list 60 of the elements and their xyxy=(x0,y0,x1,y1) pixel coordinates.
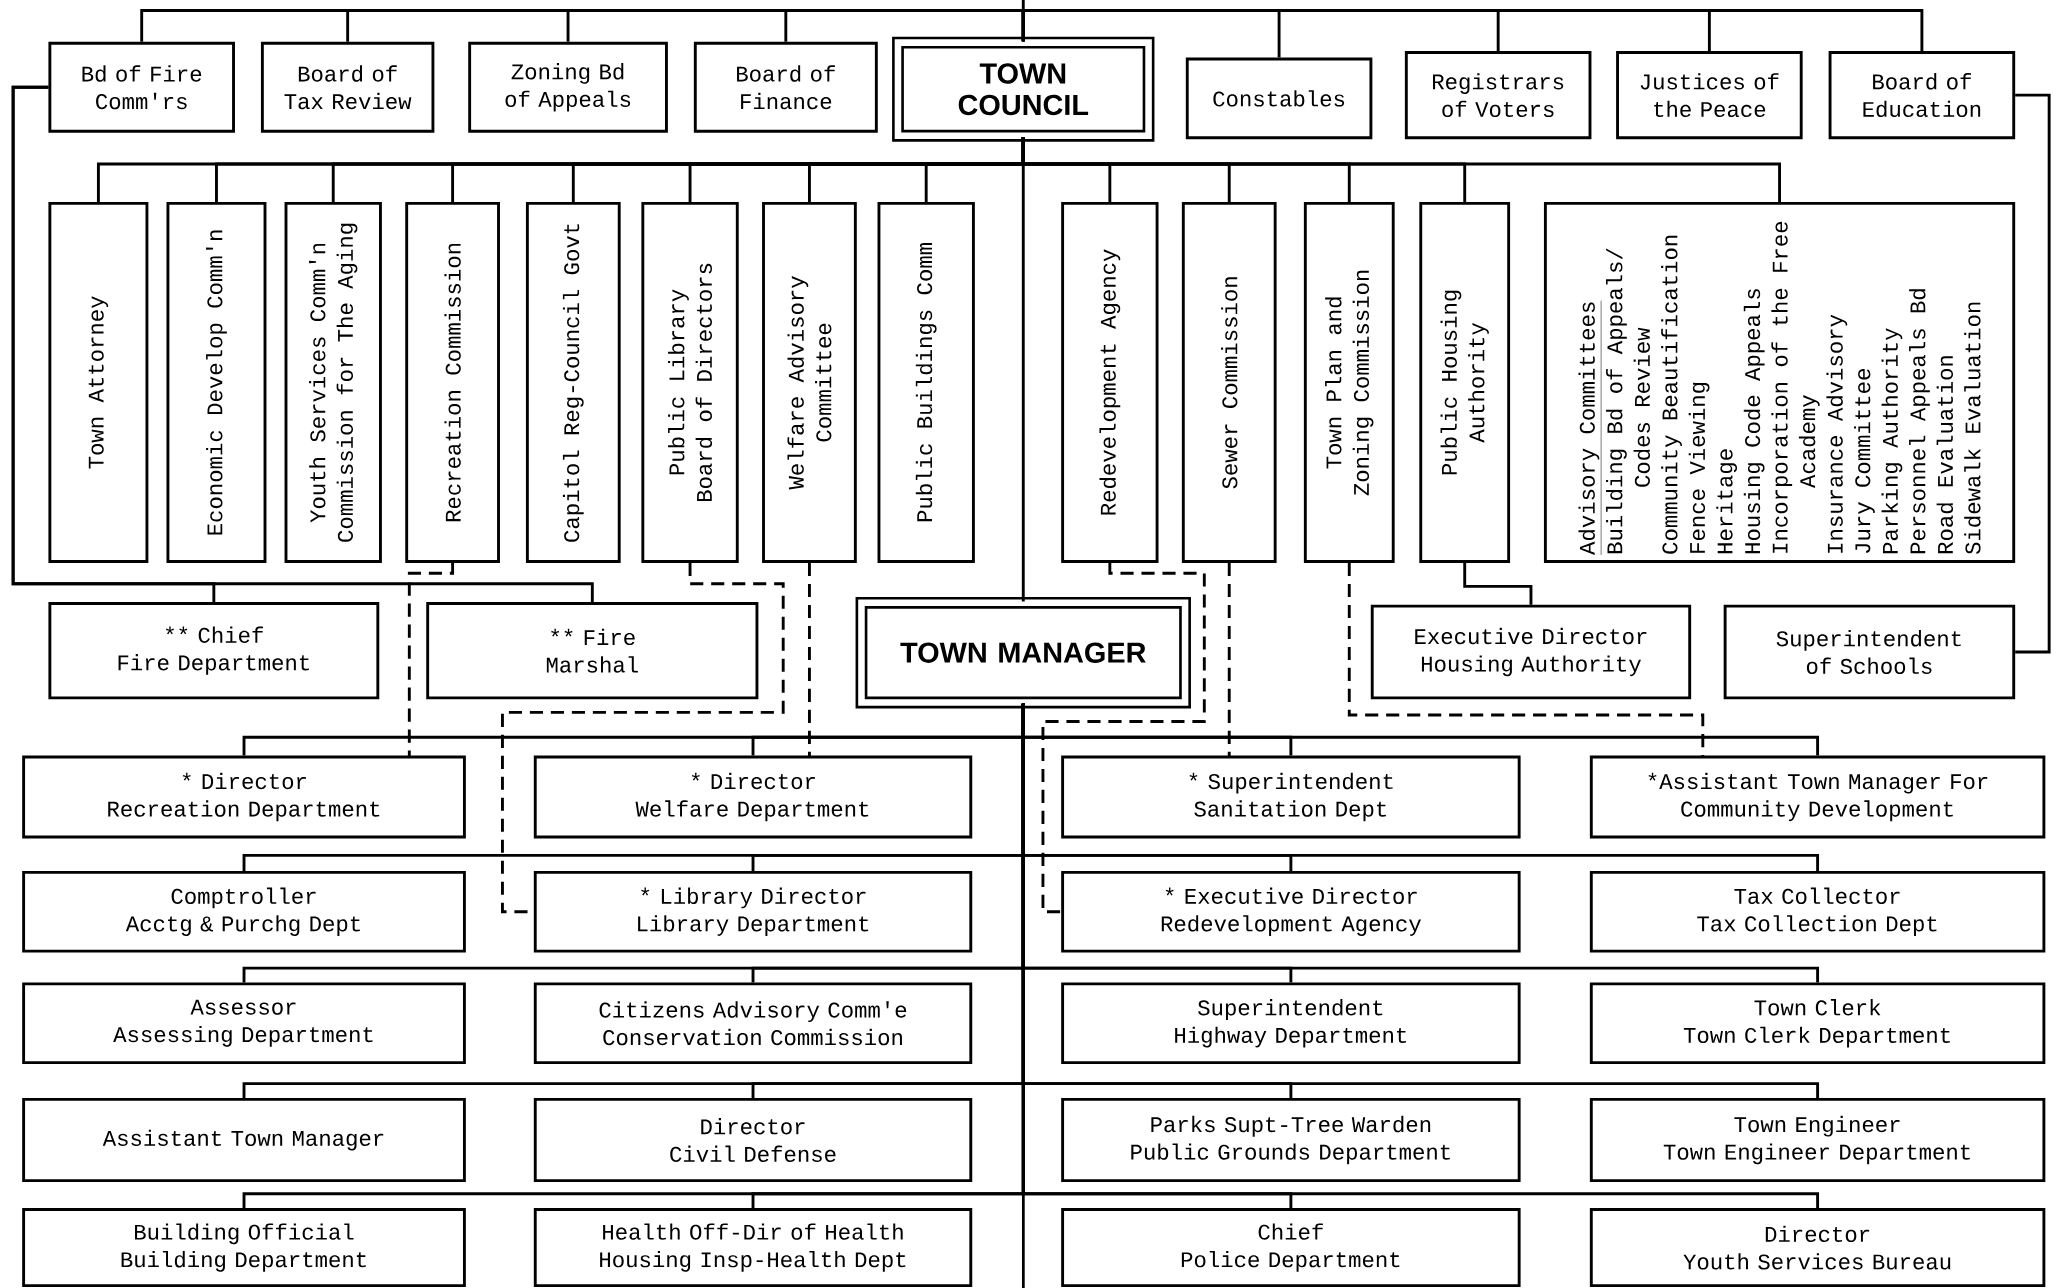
org-box: Constables xyxy=(1185,57,1373,140)
org-box: ** Chief Fire Department xyxy=(48,601,380,700)
org-box: Comptroller Acctg & Purchg Dept xyxy=(22,870,466,953)
org-box: Chief Police Department xyxy=(1061,1208,1521,1287)
org-box: Registrars of Voters xyxy=(1404,50,1592,140)
org-box: Director Civil Defense xyxy=(533,1097,973,1182)
org-box: *Assistant Town Manager For Community Development xyxy=(1589,755,2046,839)
connector-line xyxy=(1021,703,1820,1208)
committee-box: Youth Services Comm'n Commission for The Aging xyxy=(284,201,382,563)
council-box: TOWN MANAGER xyxy=(855,596,1191,709)
org-box: * Director Recreation Department xyxy=(22,755,466,839)
committee-box: Recreation Commission xyxy=(405,201,500,563)
connector-line xyxy=(1347,562,1705,757)
committee-box: Town Plan and Zoning Commission xyxy=(1303,201,1395,563)
committee-box: Redevelopment Agency xyxy=(1061,201,1159,563)
committee-box: Sewer Commission xyxy=(1181,201,1277,563)
committee-box: Public Library Board of Directors xyxy=(641,201,739,563)
committee-box: Town Attorney xyxy=(48,201,149,563)
org-box: Superintendent of Schools xyxy=(1723,604,2016,700)
connector-line xyxy=(1021,8,1924,51)
org-box: Board of Tax Review xyxy=(260,41,435,133)
committee-box: Capitol Reg-Council Govt xyxy=(525,201,621,563)
org-box: Citizens Advisory Comm'e Conservation Commission xyxy=(533,982,973,1064)
connector-line xyxy=(407,562,455,757)
connector-line xyxy=(2015,93,2051,654)
org-box: Building Official Building Department xyxy=(22,1208,466,1287)
org-box: Justices of the Peace xyxy=(1616,50,1803,140)
committee-box: Public Housing Authority xyxy=(1419,201,1511,563)
org-box: Assistant Town Manager xyxy=(22,1097,466,1182)
org-box: Executive Director Housing Authority xyxy=(1370,604,1692,700)
committee-box: Economic Develop Comm'n xyxy=(166,201,267,563)
connector-line xyxy=(1041,562,1206,914)
connector-line xyxy=(808,562,811,757)
org-box: * Director Welfare Department xyxy=(533,755,973,839)
committee-box: Welfare Advisory Committee xyxy=(762,201,857,563)
connector-line xyxy=(1463,562,1533,605)
org-box: * Executive Director Redevelopment Agency xyxy=(1061,870,1521,953)
org-box: Health Off-Dir of Health Housing Insp-Health Dept xyxy=(533,1208,973,1287)
committee-box: Public Buildings Comm xyxy=(877,201,975,563)
org-box: Director Youth Services Bureau xyxy=(1589,1208,2046,1287)
org-box: Board of Education xyxy=(1828,50,2016,140)
org-box: Bd of Fire Comm'rs xyxy=(48,41,235,133)
org-box: Tax Collector Tax Collection Dept xyxy=(1589,870,2046,953)
connector-line xyxy=(11,85,594,602)
org-box: Town Clerk Town Clerk Department xyxy=(1589,982,2046,1064)
org-box: Superintendent Highway Department xyxy=(1061,982,1521,1064)
connector-line xyxy=(501,562,785,914)
connector-line xyxy=(784,8,1025,42)
org-box: Parks Supt-Tree Warden Public Grounds Department xyxy=(1061,1097,1521,1182)
org-box: Zoning Bd of Appeals xyxy=(468,41,668,133)
org-box: Assessor Assessing Department xyxy=(22,982,466,1064)
org-box: Town Engineer Town Engineer Department xyxy=(1589,1097,2046,1182)
org-box: * Superintendent Sanitation Dept xyxy=(1061,755,1521,839)
council-box: TOWN COUNCIL xyxy=(892,36,1155,142)
committee-list-box: Advisory Committees Building Bd of Appeals/ Codes Review Community Beautification Fence Viewing Heritage Housing Code Appeals Incorporation of the Free Academy Insurance Advisory Jury Committee Parking Authority Personnel Appeals Bd Road Evaluation Sidewalk Evaluation xyxy=(1543,201,2016,563)
connector-line xyxy=(1227,562,1231,757)
org-box: ** Fire Marshal xyxy=(426,601,759,700)
org-box: * Library Director Library Department xyxy=(533,870,973,953)
org-box: Board of Finance xyxy=(693,41,878,133)
connector-line xyxy=(1021,137,1025,602)
